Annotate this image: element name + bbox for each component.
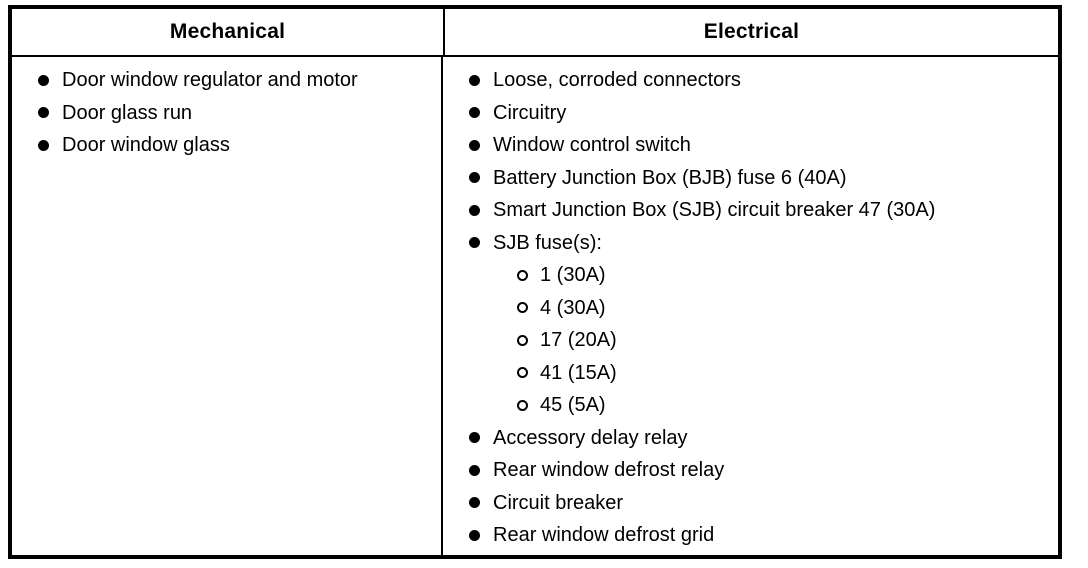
open-circle-bullet-icon	[517, 399, 528, 411]
open-circle-bullet-icon	[517, 334, 528, 346]
list-item-text: SJB fuse(s):	[493, 231, 602, 254]
list-item-text: 1 (30A)	[540, 264, 606, 287]
filled-bullet-icon	[469, 74, 480, 86]
list-item: Window control switch	[443, 129, 1058, 162]
filled-bullet-icon	[38, 139, 49, 151]
open-circle-bullet-icon	[517, 367, 528, 379]
filled-bullet-icon	[469, 497, 480, 509]
list-item-text: Window control switch	[493, 134, 691, 157]
list-item-text: Rear window defrost grid	[493, 524, 715, 547]
column-header-mechanical: Mechanical	[12, 9, 445, 55]
list-item: Circuit breaker	[443, 487, 1058, 520]
filled-bullet-icon	[469, 464, 480, 476]
diagnosis-table: Mechanical Electrical Door window regula…	[8, 5, 1062, 559]
list-item-text: Smart Junction Box (SJB) circuit breaker…	[493, 199, 936, 222]
list-item-text: 17 (20A)	[540, 329, 617, 352]
list-item: Door window glass	[12, 129, 441, 162]
list-item: Loose, corroded connectors	[443, 64, 1058, 97]
open-circle-bullet-icon	[517, 269, 528, 281]
list-item-text: 45 (5A)	[540, 394, 606, 417]
list-item-text: Battery Junction Box (BJB) fuse 6 (40A)	[493, 166, 847, 189]
filled-bullet-icon	[469, 237, 480, 249]
filled-bullet-icon	[469, 139, 480, 151]
list-item-text: Door glass run	[62, 101, 193, 124]
list-item-text: 4 (30A)	[540, 296, 606, 319]
open-circle-bullet-icon	[517, 302, 528, 314]
list-item: Accessory delay relay	[443, 422, 1058, 455]
list-item: Battery Junction Box (BJB) fuse 6 (40A)	[443, 162, 1058, 195]
filled-bullet-icon	[469, 529, 480, 541]
list-item: Rear window defrost grid	[443, 519, 1058, 552]
list-item: SJB fuse(s):	[443, 227, 1058, 260]
list-item-text: Accessory delay relay	[493, 426, 688, 449]
column-header-electrical: Electrical	[703, 20, 800, 43]
list-subitem: 45 (5A)	[443, 389, 1058, 422]
filled-bullet-icon	[469, 432, 480, 444]
list-subitem: 4 (30A)	[443, 292, 1058, 325]
list-item: Rear window defrost relay	[443, 454, 1058, 487]
filled-bullet-icon	[38, 74, 49, 86]
list-subitem: 17 (20A)	[443, 324, 1058, 357]
list-item-text: Loose, corroded connectors	[493, 69, 741, 92]
table-header-row: Mechanical Electrical	[12, 9, 1058, 57]
list-item: Door glass run	[12, 97, 441, 130]
list-subitem: 41 (15A)	[443, 357, 1058, 390]
list-item-text: Circuit breaker	[493, 491, 624, 514]
filled-bullet-icon	[469, 107, 480, 119]
list-item-text: Door window regulator and motor	[62, 69, 358, 92]
list-item-text: Door window glass	[62, 134, 230, 157]
list-item-text: 41 (15A)	[540, 361, 617, 384]
filled-bullet-icon	[469, 204, 480, 216]
list-item: Smart Junction Box (SJB) circuit breaker…	[443, 194, 1058, 227]
list-item-text: Circuitry	[493, 101, 567, 124]
list-item-text: Rear window defrost relay	[493, 459, 725, 482]
list-item: Door window regulator and motor	[12, 64, 441, 97]
filled-bullet-icon	[38, 107, 49, 119]
list-subitem: 1 (30A)	[443, 259, 1058, 292]
list-item: Circuitry	[443, 97, 1058, 130]
filled-bullet-icon	[469, 172, 480, 184]
